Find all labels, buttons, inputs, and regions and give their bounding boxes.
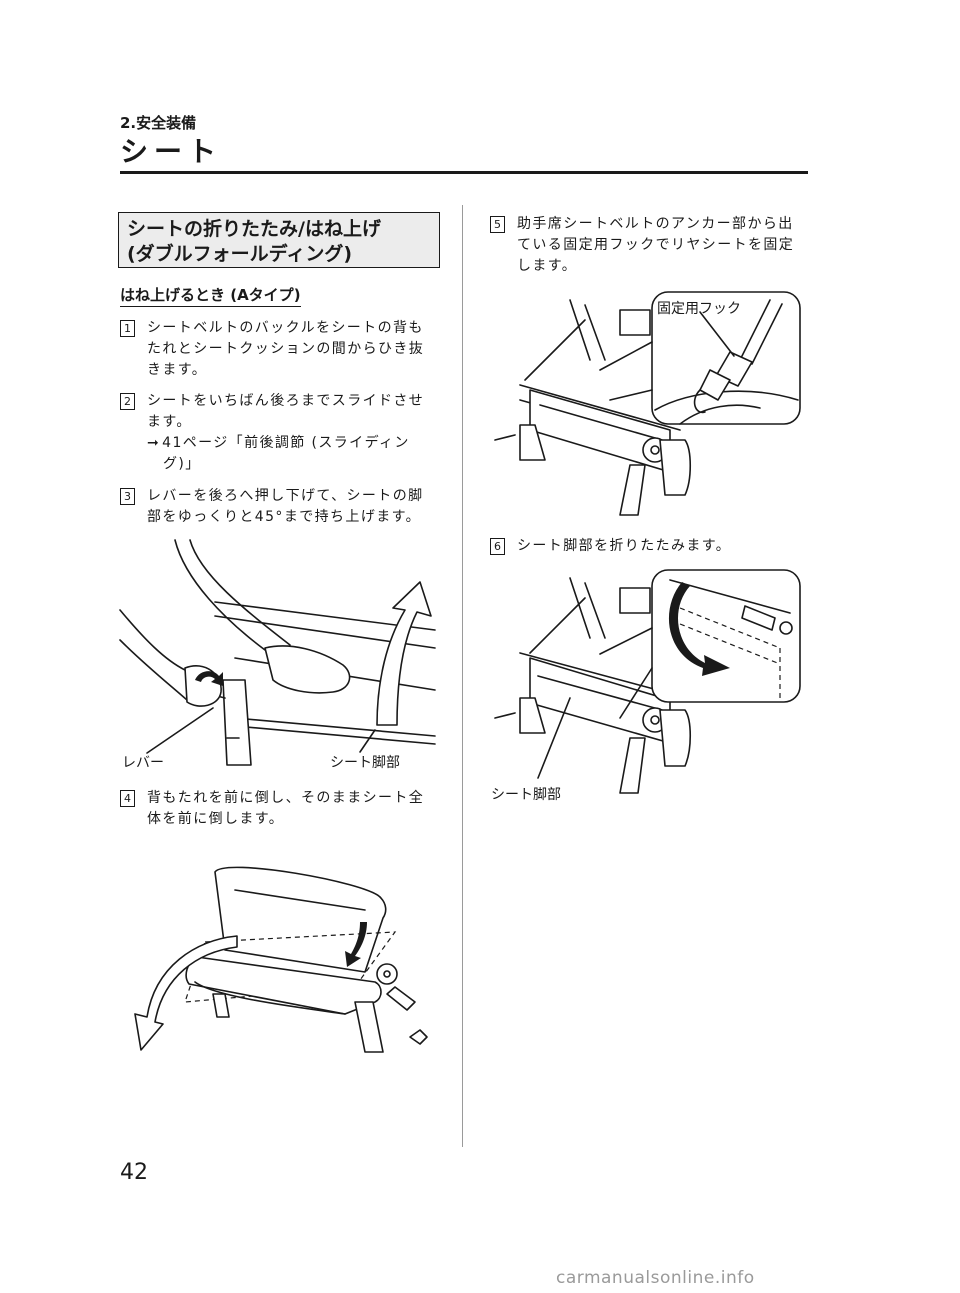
figure-fold-leg-illustration — [494, 569, 801, 794]
callout-seat-leg: シート脚部 — [330, 755, 400, 771]
topic-title-line1: シートの折りたたみ/はね上げ — [127, 218, 381, 240]
topic-title-line2: (ダブルフォールディング) — [127, 243, 353, 265]
step-number: 2 — [120, 393, 135, 410]
step-number: 1 — [120, 320, 135, 337]
figure-lever-illustration — [119, 539, 436, 766]
step-2: 2 シートをいちばん後ろまでスライドさせ ます。 ➞41ページ「前後調節 (スラ… — [120, 391, 424, 475]
reference-text: 41ページ「前後調節 (スライディン — [162, 435, 410, 451]
header-rule — [120, 171, 808, 174]
step-number: 6 — [490, 538, 505, 555]
step-4: 4 背もたれを前に倒し、そのままシート全 体を前に倒します。 — [120, 788, 424, 830]
subheading: はね上げるとき (Aタイプ) — [120, 284, 301, 307]
step-line: きます。 — [147, 362, 208, 378]
step-text: 助手席シートベルトのアンカー部から出 ている固定用フックでリヤシートを固定 しま… — [517, 214, 794, 277]
step-line: ます。 — [147, 414, 192, 430]
page-number: 42 — [120, 1160, 148, 1185]
step-line: レバーを後ろへ押し下げて、シートの脚 — [147, 488, 424, 504]
step-6: 6 シート脚部を折りたたみます。 — [490, 536, 731, 557]
callout-lever: レバー — [122, 755, 164, 771]
step-1: 1 シートベルトのバックルをシートの背も たれとシートクッションの間からひき抜 … — [120, 318, 424, 381]
callout-fixing-hook: 固定用フック — [657, 301, 741, 317]
callout-seat-leg: シート脚部 — [491, 787, 561, 803]
figure-fixing-hook-illustration — [494, 291, 801, 516]
step-line: します。 — [517, 258, 578, 274]
step-text: 背もたれを前に倒し、そのままシート全 体を前に倒します。 — [147, 788, 424, 830]
step-line: シート脚部を折りたたみます。 — [517, 538, 732, 554]
step-line: シートをいちばん後ろまでスライドさせ — [147, 393, 425, 409]
step-number: 3 — [120, 488, 135, 505]
step-number: 4 — [120, 790, 135, 807]
chapter-label: 2.安全装備 — [120, 114, 197, 132]
step-number: 5 — [490, 216, 505, 233]
step-text: シートをいちばん後ろまでスライドさせ ます。 ➞41ページ「前後調節 (スライデ… — [147, 391, 424, 475]
topic-title-box: シートの折りたたみ/はね上げ (ダブルフォールディング) — [118, 212, 440, 268]
step-line: たれとシートクッションの間からひき抜 — [147, 341, 425, 357]
step-line: シートベルトのバックルをシートの背も — [147, 320, 424, 336]
page-reference[interactable]: ➞41ページ「前後調節 (スライディン — [147, 433, 424, 454]
step-text: シート脚部を折りたたみます。 — [517, 536, 731, 557]
page-reference-cont: グ)」 — [163, 456, 201, 472]
step-line: ている固定用フックでリヤシートを固定 — [517, 237, 795, 253]
step-3: 3 レバーを後ろへ押し下げて、シートの脚 部をゆっくりと45°まで持ち上げます。 — [120, 486, 424, 528]
step-line: 体を前に倒します。 — [147, 811, 285, 827]
reference-arrow-icon: ➞ — [147, 435, 161, 451]
watermark: carmanualsonline.info — [556, 1268, 755, 1288]
figure-fold-forward-illustration — [134, 866, 428, 1053]
step-text: シートベルトのバックルをシートの背も たれとシートクッションの間からひき抜 きま… — [147, 318, 424, 381]
step-line: 背もたれを前に倒し、そのままシート全 — [147, 790, 425, 806]
step-line: 部をゆっくりと45°まで持ち上げます。 — [147, 509, 422, 525]
step-5: 5 助手席シートベルトのアンカー部から出 ている固定用フックでリヤシートを固定 … — [490, 214, 794, 277]
section-title: シート — [120, 135, 223, 168]
column-divider — [462, 205, 463, 1147]
step-text: レバーを後ろへ押し下げて、シートの脚 部をゆっくりと45°まで持ち上げます。 — [147, 486, 424, 528]
step-line: 助手席シートベルトのアンカー部から出 — [517, 216, 794, 232]
